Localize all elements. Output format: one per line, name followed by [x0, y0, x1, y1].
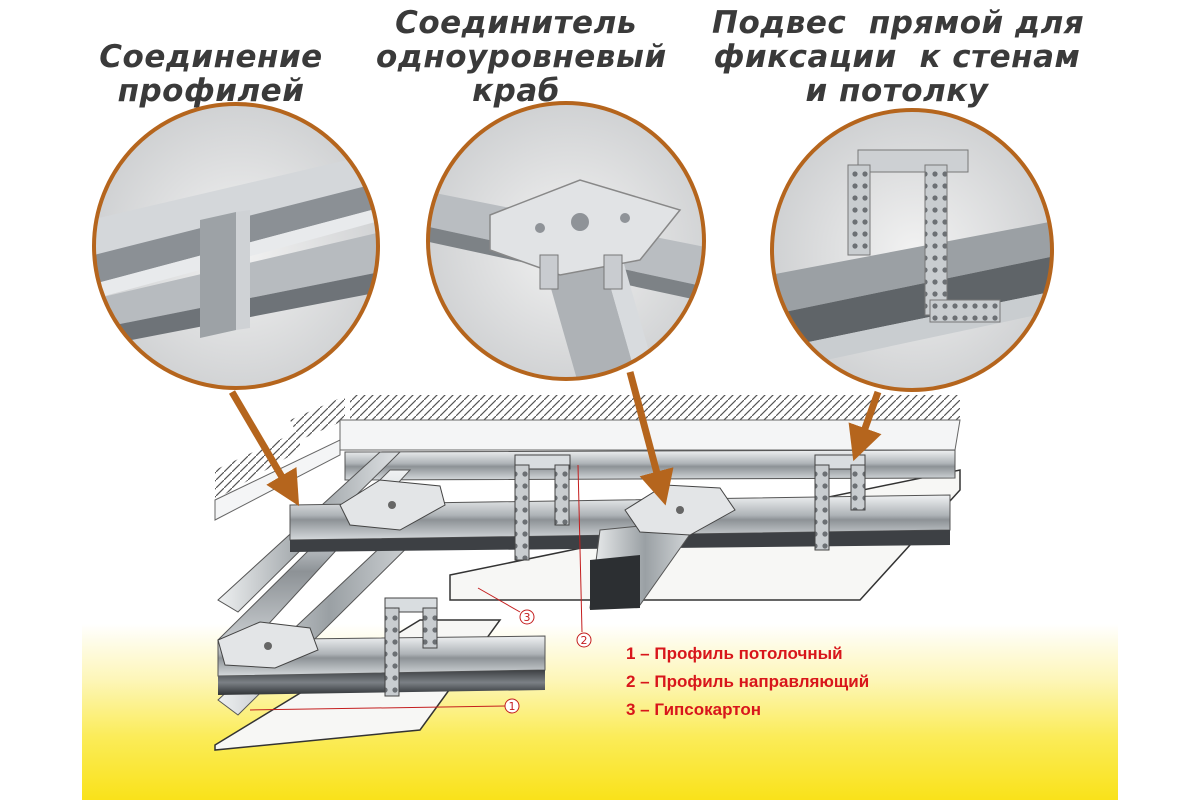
arrow-joint [228, 390, 300, 507]
callout-number: 2 [581, 634, 588, 647]
callout-leader-1 [249, 705, 506, 711]
crab-connector [217, 621, 319, 669]
direct-hanger [384, 597, 438, 697]
legend: 1 – Профиль потолочный 2 – Профиль напра… [626, 640, 869, 724]
callout-marker-3: 3 [519, 609, 535, 625]
heading-line: Подвес прямой для [712, 5, 1085, 41]
detail-circle-crab-connector [426, 101, 706, 381]
heading-profile-joint: Соединение профилей [96, 40, 326, 108]
callout-leader-3 [477, 587, 521, 613]
heading-line: профилей [117, 73, 305, 109]
legend-item: 1 – Профиль потолочный [626, 644, 843, 663]
heading-line: фиксации к стенам [713, 39, 1081, 75]
arrow-hanger [848, 390, 882, 462]
heading-crab-connector: Соединитель одноуровневый краб [376, 5, 667, 109]
heading-direct-hanger: Подвес прямой для фиксации к стенам и по… [712, 5, 1085, 109]
callout-leader-2 [577, 464, 583, 633]
detail-circle-direct-hanger [770, 108, 1054, 392]
callout-number: 3 [524, 611, 531, 624]
legend-item: 3 – Гипсокартон [626, 700, 762, 719]
heading-line: и потолку [805, 73, 989, 109]
ceiling-slab [350, 395, 960, 420]
heading-line: Соединение [99, 39, 323, 75]
callout-marker-1: 1 [504, 698, 520, 714]
detail-circle-profile-joint [92, 102, 380, 390]
heading-line: краб [472, 73, 560, 109]
heading-line: одноуровневый [376, 39, 667, 75]
legend-item: 2 – Профиль направляющий [626, 672, 870, 691]
callout-marker-2: 2 [576, 632, 592, 648]
callout-number: 1 [509, 700, 516, 713]
ceiling-assembly [214, 395, 961, 751]
wall-slab [215, 430, 300, 500]
arrow-crab [626, 371, 674, 506]
heading-line: Соединитель [395, 5, 637, 41]
crab-connector [339, 479, 446, 531]
direct-hanger [814, 454, 866, 551]
direct-hanger [514, 454, 571, 561]
